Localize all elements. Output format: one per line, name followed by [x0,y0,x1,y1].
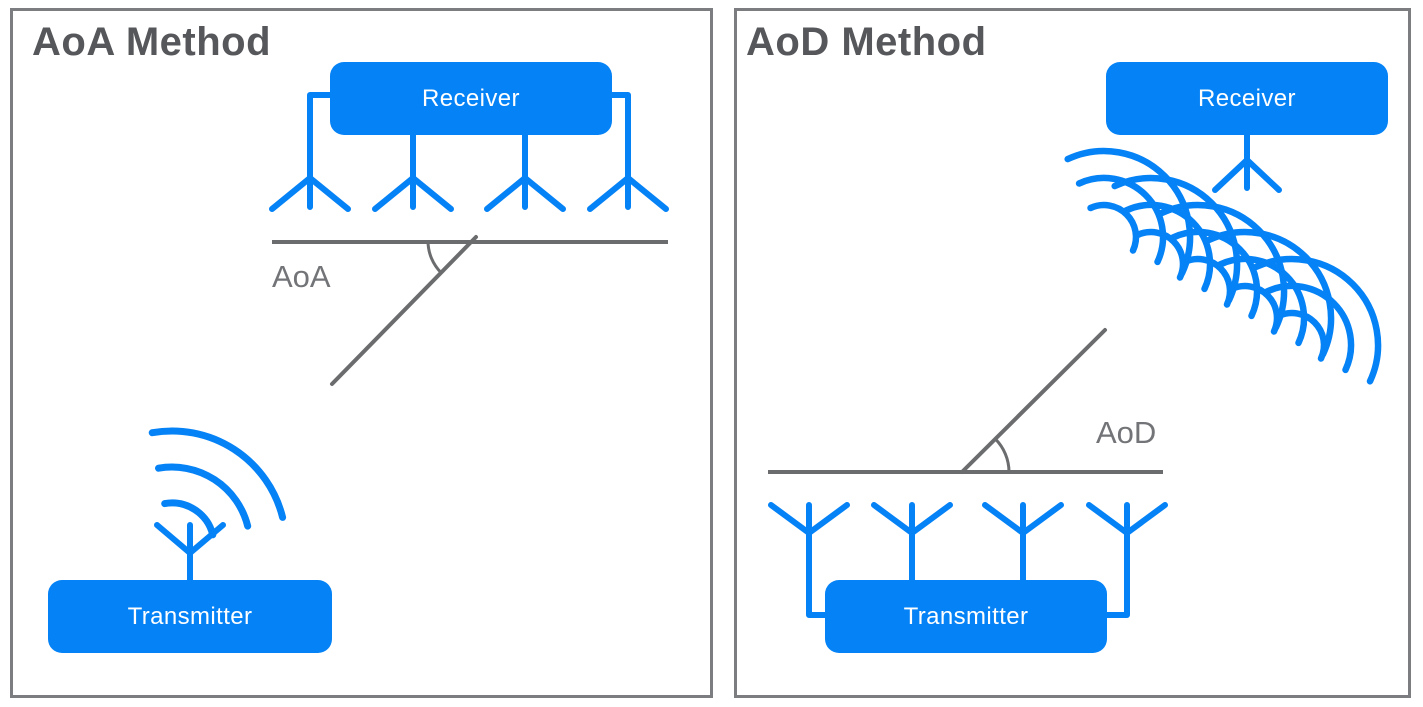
aod-signal-path-line [960,328,1107,474]
antenna-icon [587,92,669,212]
wave-motif [1252,255,1382,385]
antenna-icon [768,502,850,618]
aoa-receiver-label: Receiver [422,84,520,112]
aoa-panel-title: AoA Method [32,20,272,64]
aoa-transmitter-label: Transmitter [127,602,253,630]
aoa-receiver-box: Receiver [330,62,612,135]
aoa-receiver-antenna-array [269,92,669,212]
aod-receiver-label: Receiver [1198,84,1296,112]
aod-panel-title: AoD Method [746,20,987,64]
angle-arc-icon [994,437,1011,473]
aoa-angle-label: AoA [272,259,331,294]
aoa-transmitter-box: Transmitter [48,580,332,653]
aod-transmitter-antenna-array [768,502,1168,618]
antenna-icon [871,502,953,583]
aod-panel [734,8,1411,698]
aoa-panel [10,8,713,698]
angle-arc-icon [426,240,443,274]
antenna-icon [1212,130,1282,193]
antenna-icon [484,132,566,212]
wavefront-arcs-icon [1064,147,1382,385]
aod-transmitter-label: Transmitter [903,602,1029,630]
aod-transmitter-box: Transmitter [825,580,1107,653]
aod-angle-label: AoD [1096,415,1157,450]
antenna-icon [269,92,351,212]
antenna-icon [372,132,454,212]
aod-receiver-antenna [1212,130,1282,193]
antenna-icon [982,502,1064,583]
radio-waves-icon [148,427,287,539]
antenna-icon [1086,502,1168,618]
aod-receiver-box: Receiver [1106,62,1388,135]
aoa-transmitter-antenna [154,522,226,583]
antenna-icon [154,522,226,583]
aoa-signal-path-line [330,235,478,386]
